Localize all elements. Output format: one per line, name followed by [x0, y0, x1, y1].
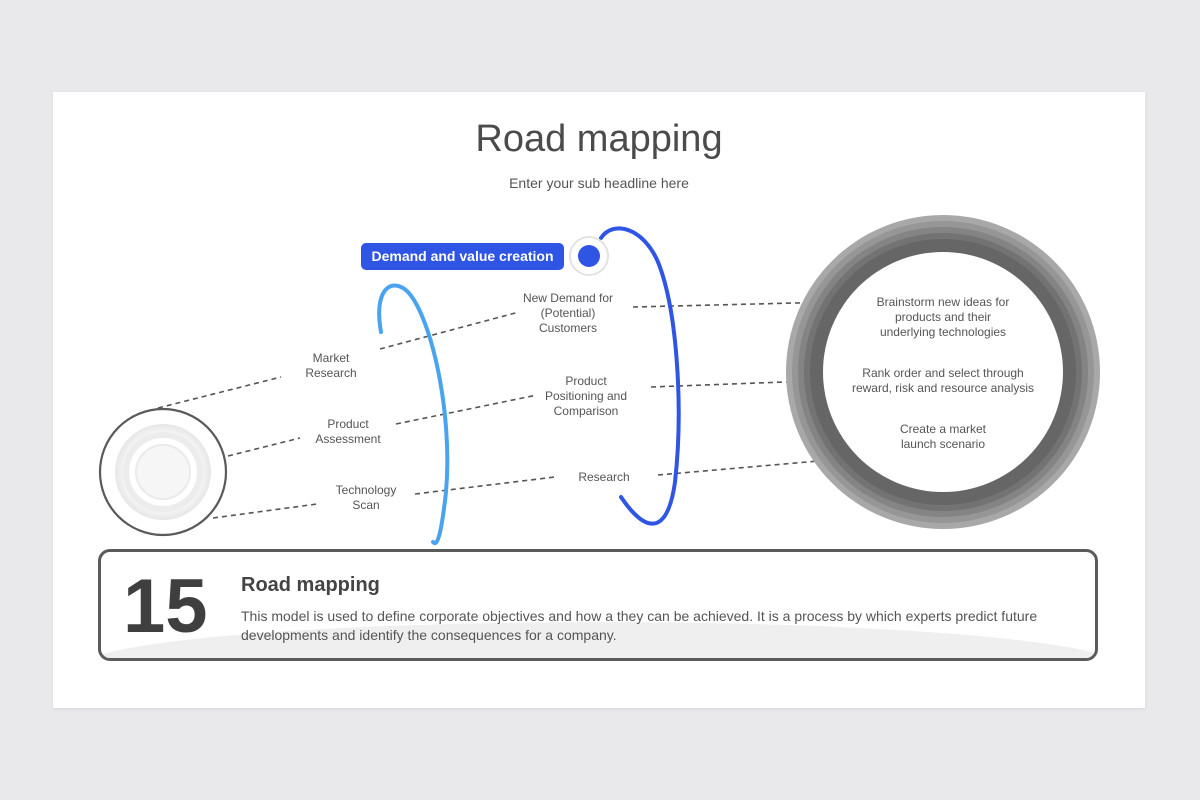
demand-value-creation-badge: Demand and value creation	[361, 243, 564, 270]
connector-line	[395, 394, 538, 425]
dark-blue-arc	[599, 226, 681, 526]
connector-lines	[157, 301, 854, 519]
page-subtitle: Enter your sub headline here	[509, 175, 689, 191]
large-gray-ring	[786, 215, 1100, 529]
page-title: Road mapping	[475, 118, 723, 160]
info-box: 15 Road mapping This model is used to de…	[98, 549, 1098, 661]
info-title: Road mapping	[241, 574, 380, 596]
info-description: This model is used to define corporate o…	[241, 608, 1038, 643]
blue-dot-marker	[569, 236, 609, 276]
connector-line	[227, 437, 301, 457]
connector-line	[414, 476, 556, 495]
connector-line	[212, 503, 318, 519]
light-blue-arc	[377, 283, 450, 546]
roadmap-diagram	[98, 215, 1100, 546]
label-research: Research	[578, 470, 630, 484]
connector-line	[632, 301, 837, 308]
connector-line	[379, 311, 520, 350]
info-number: 15	[123, 564, 208, 649]
left-ring	[98, 407, 228, 537]
label-new-demand: New Demand for(Potential)Customers	[522, 291, 614, 335]
connector-line	[157, 376, 282, 409]
slide: Road mapping Enter your sub headline her…	[53, 92, 1145, 708]
